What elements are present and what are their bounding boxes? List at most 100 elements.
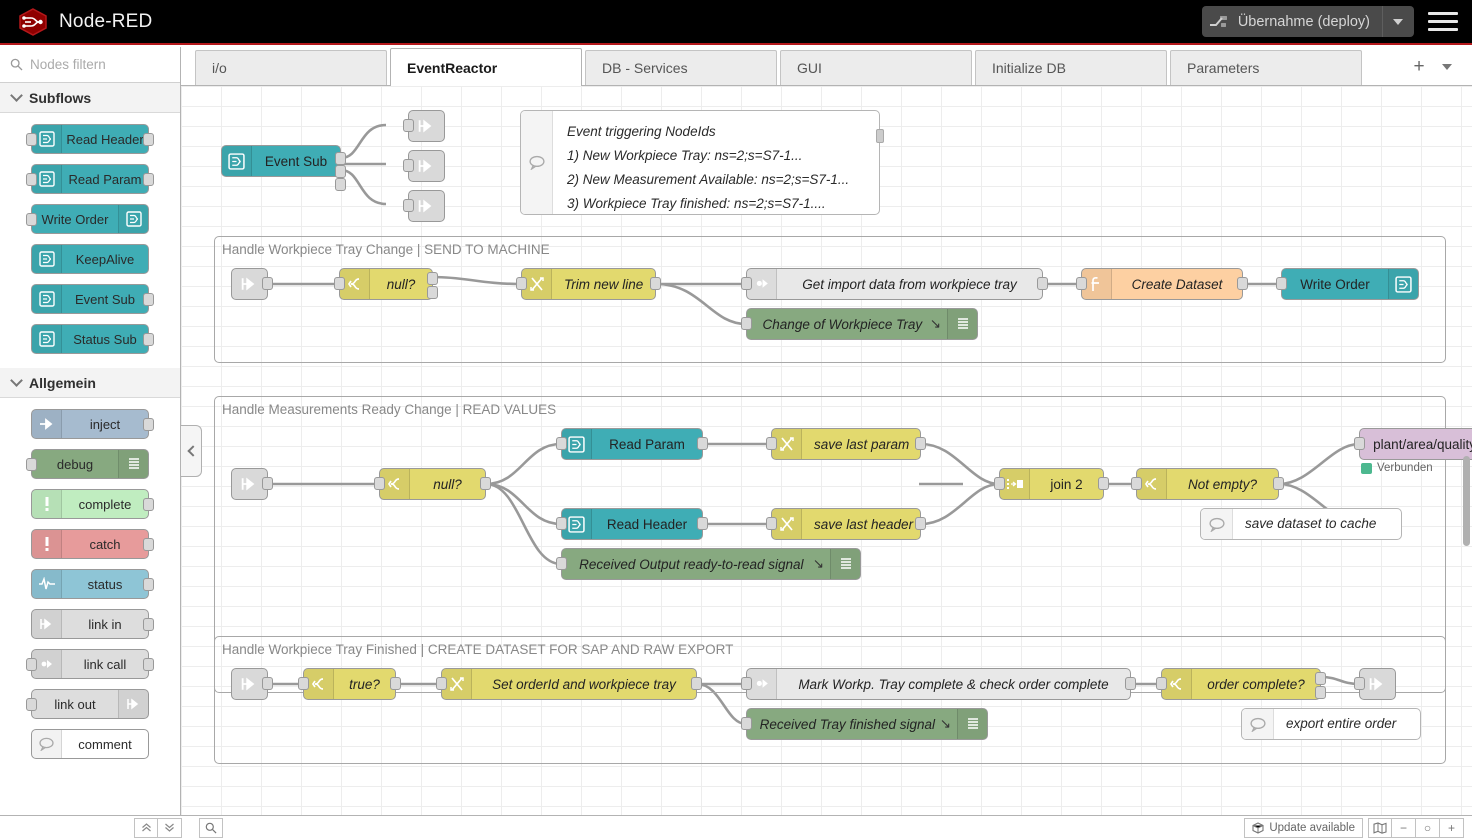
node-input-port[interactable] <box>994 477 1005 490</box>
node-switch-not-empty[interactable]: Not empty? <box>1131 468 1284 500</box>
node-output-port[interactable] <box>650 277 661 290</box>
node-input-port[interactable] <box>26 173 37 186</box>
node-input-port[interactable] <box>556 517 567 530</box>
tab-initialize-db[interactable]: Initialize DB <box>975 50 1167 85</box>
deploy-button[interactable]: Übernahme (deploy) <box>1201 6 1414 37</box>
tab-parameters[interactable]: Parameters <box>1170 50 1362 85</box>
node-input-port[interactable] <box>766 517 777 530</box>
node-join-2[interactable]: join 2 <box>994 468 1109 500</box>
palette-node-status[interactable]: status <box>31 569 154 599</box>
node-output-port[interactable] <box>143 538 154 551</box>
node-change-save-last-header[interactable]: save last header <box>766 508 926 540</box>
palette-node-catch[interactable]: catch <box>31 529 154 559</box>
node-output-port-3[interactable] <box>335 178 346 191</box>
node-subflow-read-header[interactable]: Read Header <box>556 508 708 540</box>
node-input-port[interactable] <box>1131 477 1142 490</box>
palette-node-read-header[interactable]: Read Header <box>26 124 154 154</box>
node-output-port[interactable] <box>915 437 926 450</box>
node-input-port[interactable] <box>298 677 309 690</box>
palette-node-link-in[interactable]: link in <box>31 609 154 639</box>
node-mqtt-out-plant-quality-raw[interactable]: plant/area/quality/1411005/raw <box>1354 428 1472 460</box>
node-output-port[interactable] <box>143 173 154 186</box>
add-tab-button[interactable]: + <box>1413 56 1425 77</box>
node-output-port[interactable] <box>143 578 154 591</box>
node-switch-null-g1[interactable]: null? <box>334 268 438 300</box>
node-output-port[interactable] <box>915 517 926 530</box>
node-link-call-get-import-data[interactable]: Get import data from workpiece tray <box>741 268 1048 300</box>
node-link-out-3[interactable] <box>403 190 445 222</box>
node-output-port[interactable] <box>143 418 154 431</box>
node-input-port[interactable] <box>403 159 414 172</box>
node-input-port[interactable] <box>741 277 752 290</box>
node-subflow-write-order[interactable]: Write Order <box>1276 268 1419 300</box>
node-output-port[interactable] <box>143 498 154 511</box>
node-input-port[interactable] <box>766 437 777 450</box>
palette-node-complete[interactable]: complete <box>31 489 154 519</box>
node-output-port[interactable] <box>262 477 273 490</box>
node-input-port[interactable] <box>26 658 37 671</box>
node-input-port[interactable] <box>556 437 567 450</box>
node-input-port[interactable] <box>26 698 37 711</box>
node-output-port[interactable] <box>697 517 708 530</box>
node-input-port[interactable] <box>403 199 414 212</box>
node-input-port[interactable] <box>1354 677 1365 690</box>
node-debug-received-output-ready[interactable]: Received Output ready-to-read signal ↘ <box>556 548 861 580</box>
node-output-port-2[interactable] <box>427 286 438 299</box>
node-input-port[interactable] <box>374 477 385 490</box>
node-output-port[interactable] <box>143 658 154 671</box>
node-change-trim-new-line[interactable]: Trim new line <box>516 268 661 300</box>
node-function-create-dataset[interactable]: Create Dataset <box>1076 268 1248 300</box>
tab-db-services[interactable]: DB - Services <box>585 50 777 85</box>
node-input-port[interactable] <box>334 277 345 290</box>
deploy-dropdown-button[interactable] <box>1382 6 1412 37</box>
node-output-port[interactable] <box>262 277 273 290</box>
node-output-port-1[interactable] <box>427 272 438 285</box>
palette-search[interactable]: Nodes filtern <box>0 47 180 83</box>
palette-search-input[interactable]: Nodes filtern <box>30 57 106 72</box>
node-output-port-2[interactable] <box>1315 686 1326 699</box>
palette-node-comment[interactable]: comment <box>31 729 149 759</box>
node-input-port[interactable] <box>403 119 414 132</box>
zoom-out-button[interactable]: − <box>1392 817 1416 838</box>
palette-node-event-sub[interactable]: Event Sub <box>31 284 154 314</box>
comment-resize-handle[interactable] <box>876 129 884 143</box>
zoom-reset-button[interactable]: ○ <box>1416 817 1440 838</box>
node-output-port[interactable] <box>1273 477 1284 490</box>
node-input-port[interactable] <box>741 317 752 330</box>
node-input-port[interactable] <box>556 557 567 570</box>
hamburger-menu-icon[interactable] <box>1428 9 1458 35</box>
node-output-port[interactable] <box>1237 277 1248 290</box>
zoom-in-button[interactable]: + <box>1440 817 1464 838</box>
node-link-call-mark-workp-tray-complete[interactable]: Mark Workp. Tray complete & check order … <box>741 668 1136 700</box>
node-input-port[interactable] <box>26 458 37 471</box>
node-input-port[interactable] <box>1276 277 1287 290</box>
node-link-out-g3[interactable] <box>1354 668 1396 700</box>
node-output-port[interactable] <box>1037 277 1048 290</box>
tab-gui[interactable]: GUI <box>780 50 972 85</box>
navigator-map-button[interactable] <box>1368 817 1392 838</box>
node-input-port[interactable] <box>1076 277 1087 290</box>
node-output-port-1[interactable] <box>335 152 346 165</box>
node-output-port[interactable] <box>697 437 708 450</box>
comment-node-event-ids[interactable]: Event triggering NodeIds 1) New Workpiec… <box>520 110 884 215</box>
node-switch-null-g2[interactable]: null? <box>374 468 491 500</box>
node-output-port[interactable] <box>143 133 154 146</box>
node-output-port[interactable] <box>143 333 154 346</box>
node-output-port[interactable] <box>480 477 491 490</box>
tab-eventreactor[interactable]: EventReactor <box>390 48 582 86</box>
node-event-sub[interactable]: Event Sub <box>221 145 346 191</box>
group-handle-workpiece-tray-finished[interactable]: Handle Workpiece Tray Finished | CREATE … <box>214 636 1446 764</box>
update-available-button[interactable]: Update available <box>1244 817 1363 838</box>
flow-canvas[interactable]: Event Sub Event triggering NodeIds 1) Ne… <box>181 86 1472 815</box>
node-link-out-2[interactable] <box>403 150 445 182</box>
node-output-port[interactable] <box>143 618 154 631</box>
node-input-port[interactable] <box>26 133 37 146</box>
tab-list-menu-button[interactable] <box>1434 54 1460 80</box>
node-debug-received-tray-finished[interactable]: Received Tray finished signal ↘ <box>741 708 988 740</box>
node-link-out-1[interactable] <box>403 110 445 142</box>
node-subflow-read-param[interactable]: Read Param <box>556 428 708 460</box>
comment-node-export-entire-order[interactable]: export entire order <box>1241 708 1421 740</box>
node-output-port[interactable] <box>1125 677 1136 690</box>
palette-category-subflows[interactable]: Subflows <box>0 83 180 113</box>
node-change-save-last-param[interactable]: save last param <box>766 428 926 460</box>
